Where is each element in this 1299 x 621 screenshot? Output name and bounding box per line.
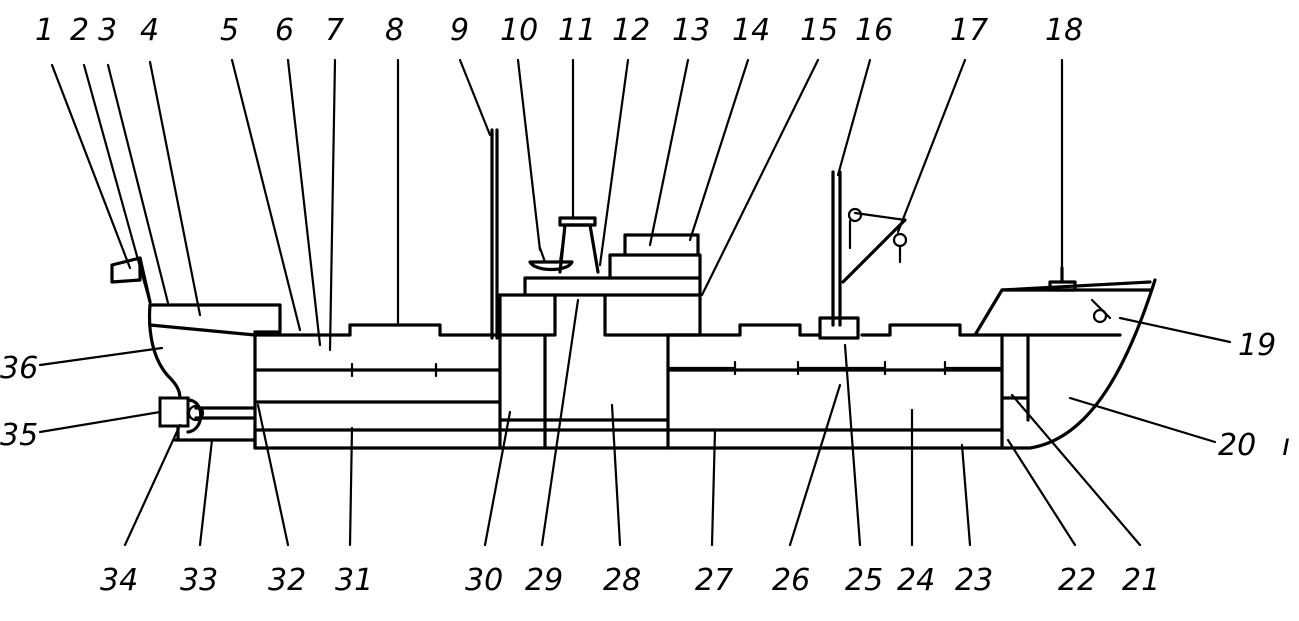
label-12: 12 [612,13,650,48]
label-16: 16 [855,13,893,48]
label-29: 29 [525,563,563,598]
label-3: 3 [98,13,117,48]
label-1: 1 [35,13,54,48]
label-21: 21 [1122,563,1160,598]
label-25: 25 [845,563,883,598]
label-6: 6 [275,13,294,48]
label-7: 7 [325,13,344,48]
label-30: 30 [465,563,503,598]
label-34: 34 [100,563,138,598]
label-32: 32 [268,563,306,598]
label-27: 27 [695,563,733,598]
label-8: 8 [385,13,404,48]
label-35: 35 [0,418,38,453]
label-14: 14 [732,13,770,48]
label-24: 24 [897,563,935,598]
label-20-mark: ı [1282,428,1290,463]
label-22: 22 [1058,563,1096,598]
label-19: 19 [1238,328,1276,363]
label-31: 31 [335,563,373,598]
label-20: 20 [1218,428,1256,463]
label-5: 5 [220,13,239,48]
labels: 1 2 3 4 5 6 7 8 9 10 11 12 13 14 15 16 1… [0,13,1290,598]
label-17: 17 [950,13,988,48]
label-9: 9 [450,13,469,48]
label-11: 11 [558,13,596,48]
label-13: 13 [672,13,710,48]
label-33: 33 [180,563,218,598]
leader-lines [38,58,1232,547]
label-15: 15 [800,13,838,48]
label-28: 28 [603,563,641,598]
label-10: 10 [500,13,538,48]
label-26: 26 [772,563,810,598]
label-36: 36 [0,351,38,386]
label-18: 18 [1045,13,1083,48]
ship-hull [110,128,1157,450]
label-4: 4 [140,13,159,48]
label-2: 2 [70,13,89,48]
label-23: 23 [955,563,993,598]
